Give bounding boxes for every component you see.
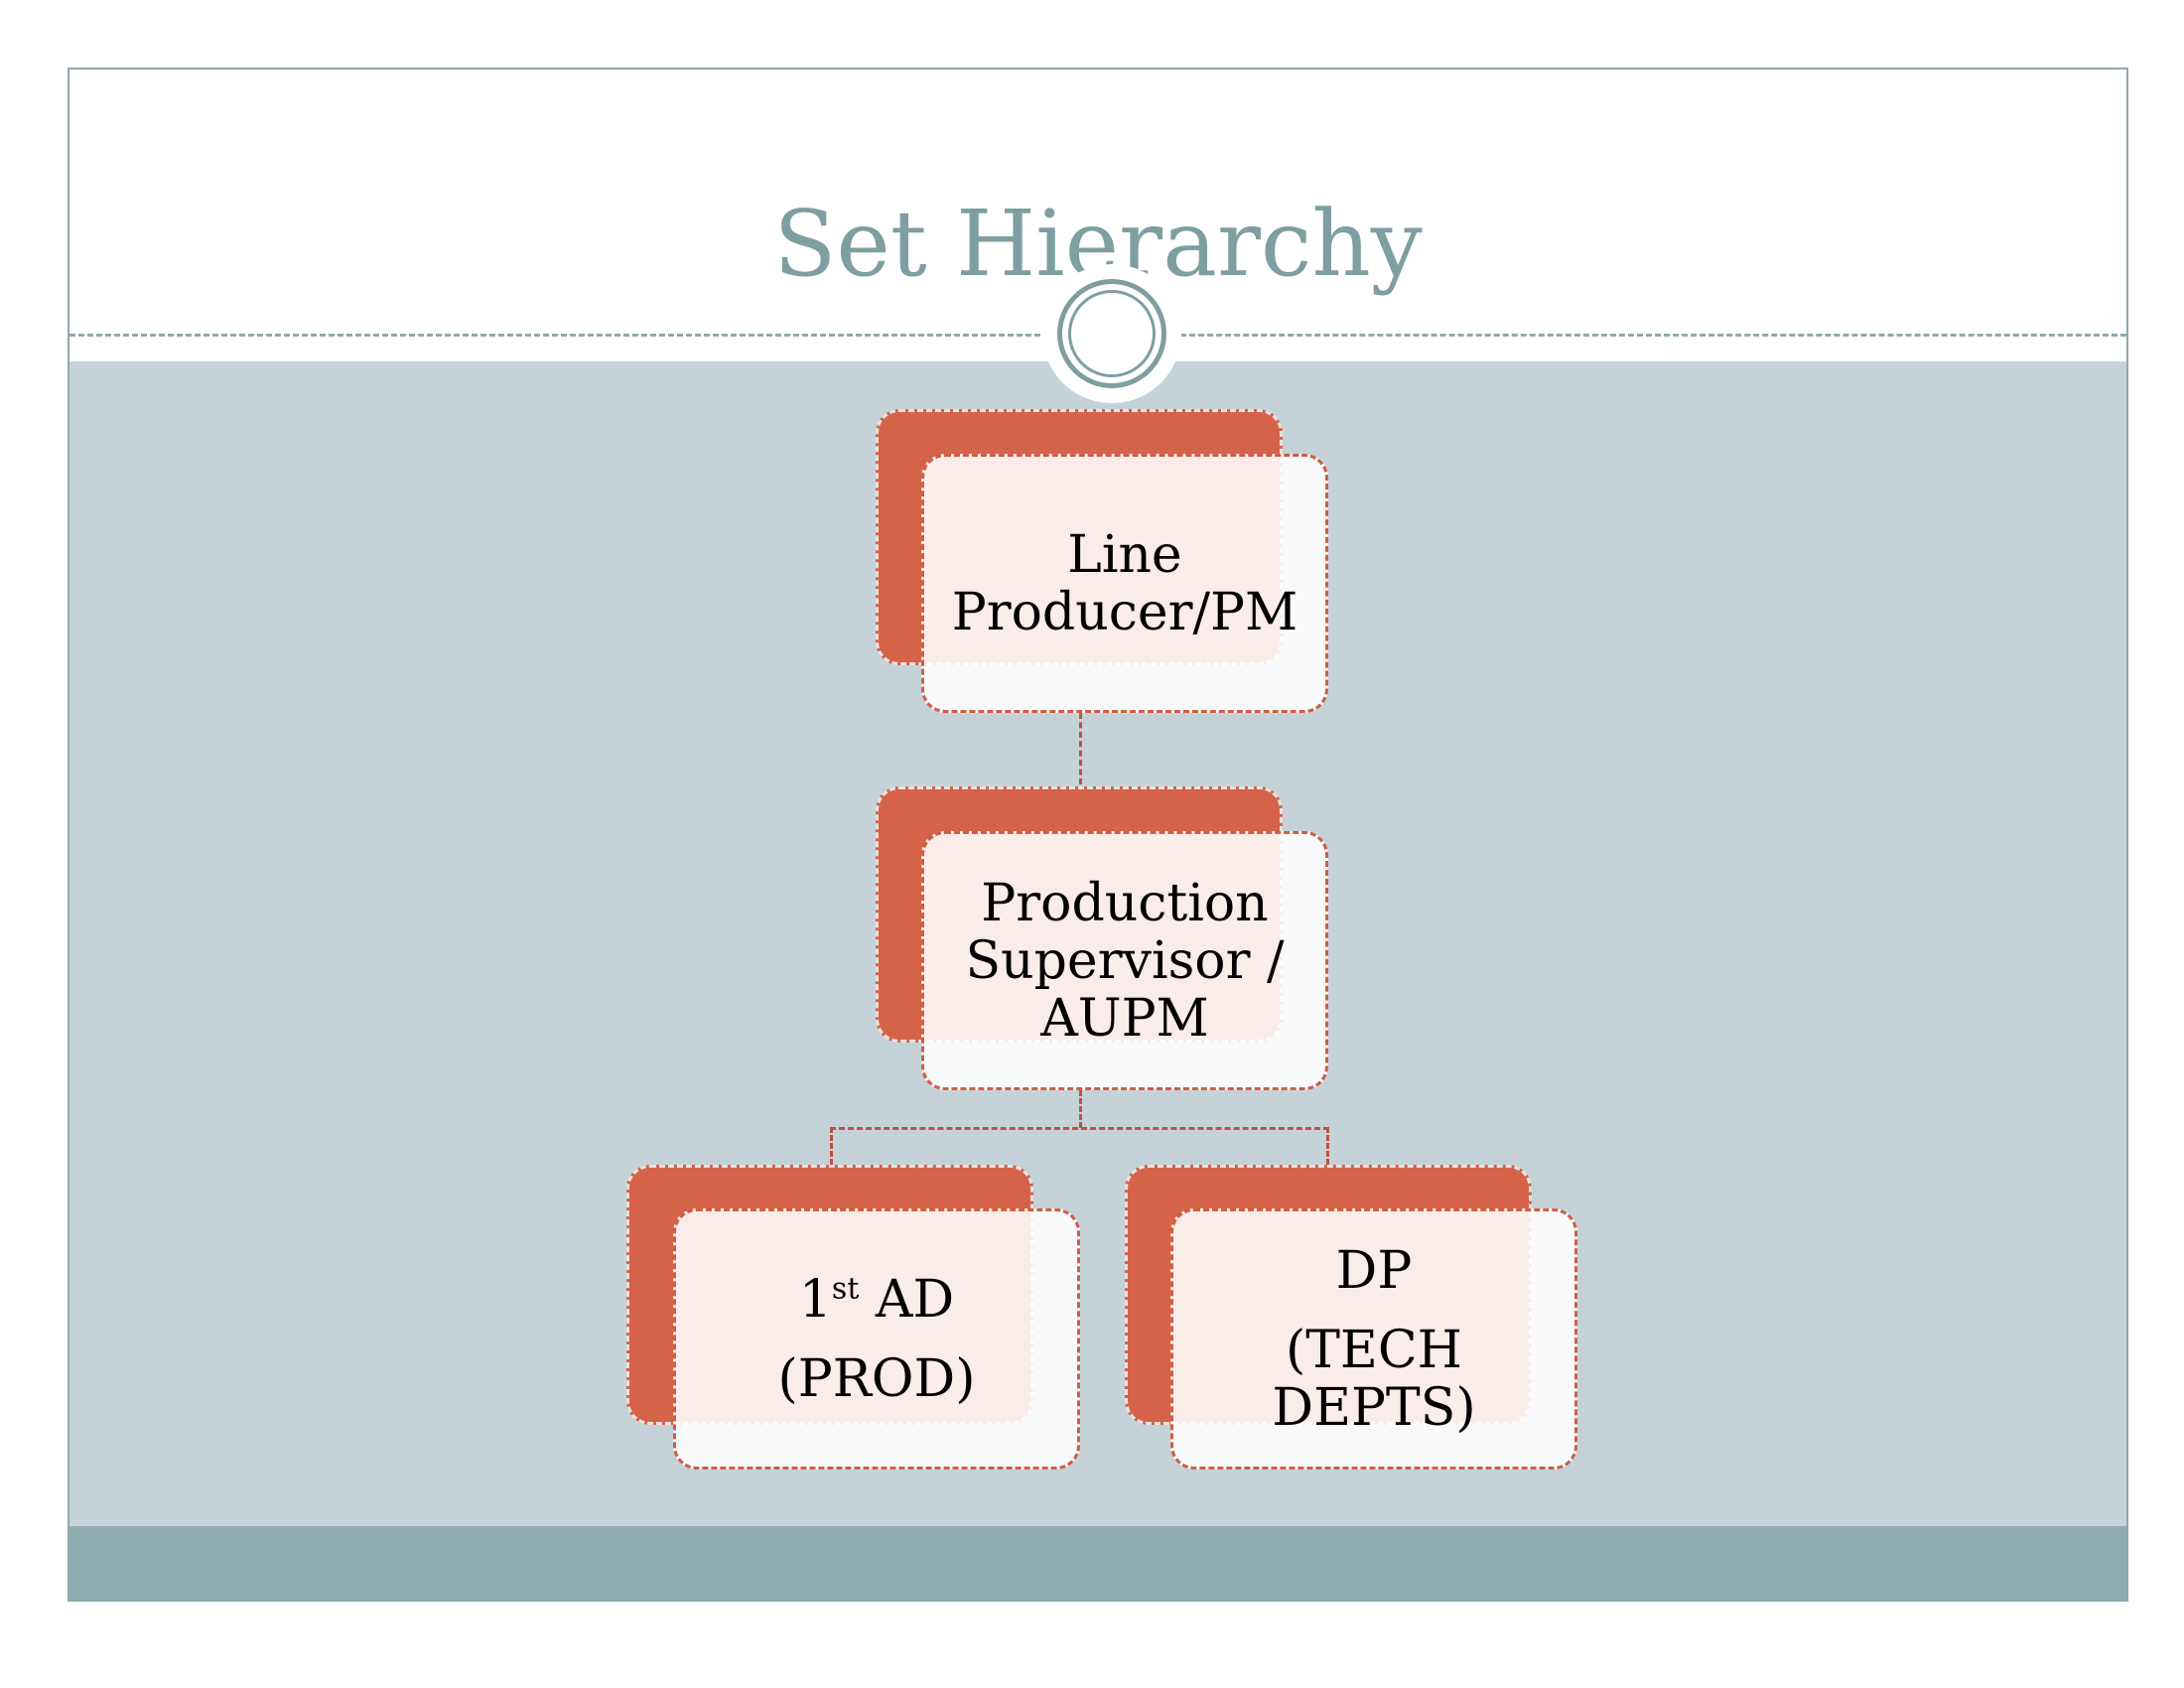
connector-branch-bar xyxy=(830,1127,1329,1130)
connector-to-left-child xyxy=(830,1127,833,1165)
root-node: Line Producer/PM xyxy=(921,454,1328,713)
left-child-line-2: (PROD) xyxy=(777,1348,976,1409)
middle-node-line-1: Production xyxy=(981,873,1269,933)
circle-ornament-icon xyxy=(1042,264,1181,403)
right-child-line-1: DP xyxy=(1335,1240,1413,1301)
connector-middle-stem xyxy=(1079,1090,1082,1128)
left-child-node: 1st AD (PROD) xyxy=(673,1208,1080,1470)
middle-node-line-3: AUPM xyxy=(1040,988,1209,1049)
left-child-role: AD xyxy=(875,1269,955,1330)
title-divider-right xyxy=(1171,334,2126,337)
title-divider-left xyxy=(69,334,1049,337)
connector-root-to-middle xyxy=(1079,713,1082,784)
left-child-superscript: st xyxy=(831,1271,860,1307)
ring-icon xyxy=(1057,279,1166,388)
left-child-number: 1 xyxy=(798,1269,832,1330)
left-child-line-1: 1st AD xyxy=(799,1260,954,1339)
right-child-node: DP (TECH DEPTS) xyxy=(1170,1208,1577,1470)
connector-to-right-child xyxy=(1326,1127,1329,1165)
footer-band xyxy=(69,1526,2126,1600)
root-node-line-2: Producer/PM xyxy=(951,582,1298,642)
middle-node: Production Supervisor / AUPM xyxy=(921,831,1328,1090)
right-child-line-3: DEPTS) xyxy=(1272,1377,1476,1438)
root-node-line-1: Line xyxy=(1067,524,1182,585)
right-child-line-2: (TECH xyxy=(1285,1320,1463,1380)
middle-node-line-2: Supervisor / xyxy=(965,930,1285,991)
